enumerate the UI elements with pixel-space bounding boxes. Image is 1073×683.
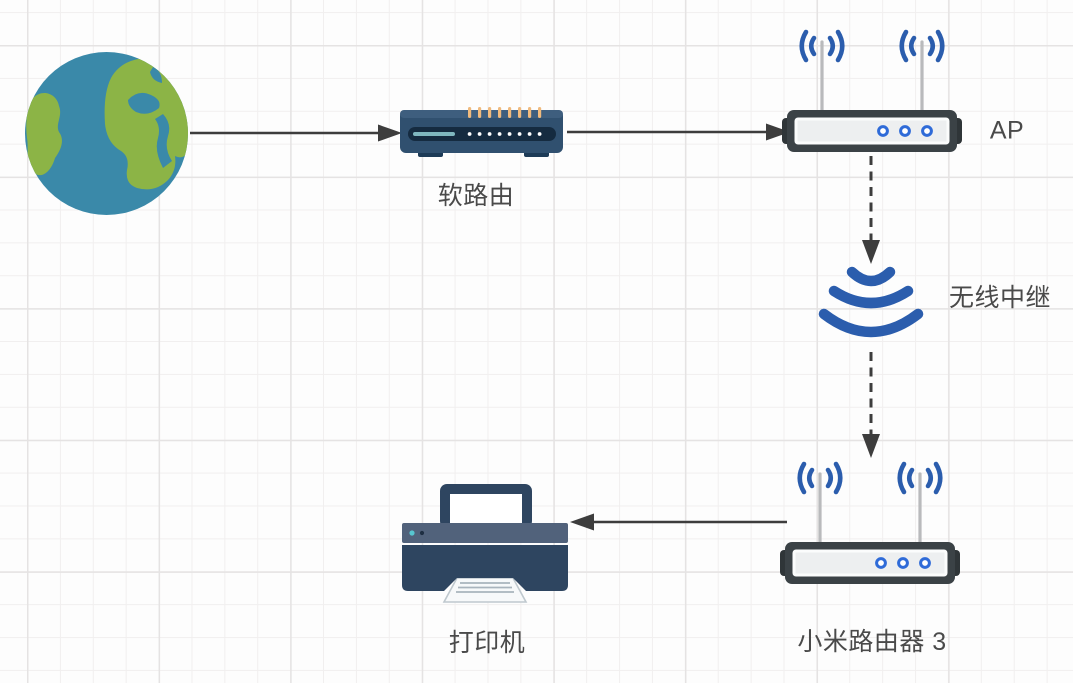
node-printer[interactable] — [400, 478, 570, 606]
node-soft-router[interactable] — [398, 107, 568, 159]
globe-icon — [25, 52, 188, 215]
node-xiaomi-router[interactable] — [780, 458, 960, 588]
antennas — [818, 472, 922, 548]
antenna-signal-icon — [797, 461, 943, 495]
node-ap[interactable] — [782, 26, 962, 156]
status-led — [419, 530, 425, 536]
power-led — [409, 530, 415, 536]
led-ring-dots — [875, 557, 931, 569]
wifi-signal-icon — [818, 266, 924, 338]
arrowhead-right-icon — [378, 124, 402, 142]
antennas — [820, 40, 924, 116]
led-dots — [467, 132, 542, 136]
ap-label: AP — [989, 116, 1025, 145]
rack-router-icon — [400, 107, 563, 157]
connector-internet-to-soft-router[interactable] — [190, 124, 402, 142]
port-ticks — [468, 107, 542, 118]
connector-ap-to-wireless-relay[interactable] — [862, 156, 880, 264]
printer-icon — [402, 484, 568, 603]
connector-soft-router-to-ap[interactable] — [567, 123, 790, 141]
node-wireless-relay[interactable] — [818, 262, 926, 354]
arrowhead-left-icon — [570, 513, 594, 531]
connector-xiaomi-router-to-printer[interactable] — [570, 513, 787, 531]
wireless-router-icon — [780, 461, 960, 584]
arrowhead-down-icon — [862, 434, 880, 458]
wireless-router-icon — [782, 29, 962, 152]
paper-text-lines — [456, 582, 514, 593]
printer-label: 打印机 — [448, 629, 526, 657]
wireless-relay-label: 无线中继 — [948, 284, 1052, 312]
led-ring-dots — [877, 125, 933, 137]
antenna-signal-icon — [799, 29, 945, 63]
xiaomi-router-label: 小米路由器 3 — [797, 628, 947, 656]
soft-router-label: 软路由 — [437, 182, 515, 210]
arrowhead-right-icon — [766, 123, 790, 141]
printed-paper — [442, 577, 528, 603]
status-bar — [413, 132, 455, 136]
node-internet[interactable] — [25, 52, 188, 215]
arrowhead-down-icon — [862, 240, 880, 264]
connector-wireless-relay-to-xiaomi-router[interactable] — [862, 352, 880, 458]
